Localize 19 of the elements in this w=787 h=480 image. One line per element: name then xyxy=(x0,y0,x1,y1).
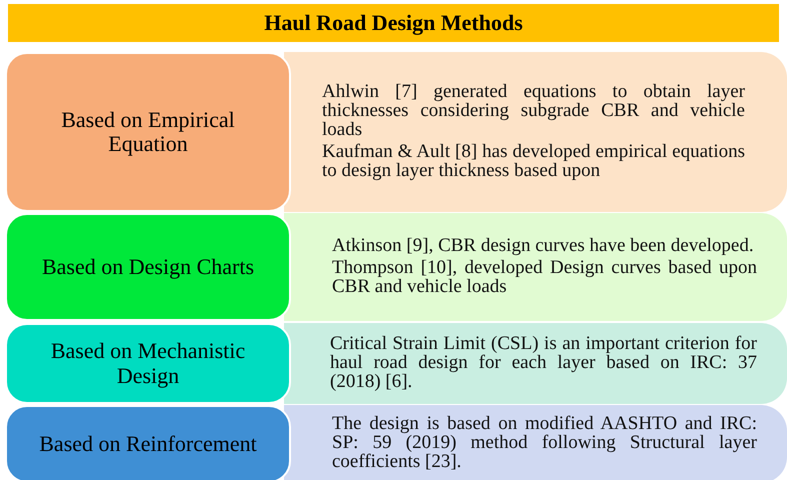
method-box xyxy=(5,323,291,404)
description-text: Kaufman & Ault [8] has developed empirical equations to design layer thickness based upon xyxy=(322,142,745,180)
description-text: Thompson [10], developed Design curves based upon CBR and vehicle loads xyxy=(332,258,757,296)
description-panel xyxy=(284,52,787,212)
description-panel xyxy=(284,405,787,480)
method-box xyxy=(5,213,291,321)
description-panel xyxy=(284,323,787,404)
title: Haul Road Design Methods xyxy=(264,10,523,36)
method-label: Based on Mechanistic Design xyxy=(50,339,246,388)
method-box xyxy=(5,405,291,480)
method-label: Based on Empirical Equation xyxy=(60,108,236,156)
description-text: The design is based on modified AASHTO and IRC: SP: 59 (2019) method following Structural layer coefficients [23]. xyxy=(332,414,757,471)
method-box xyxy=(5,52,291,212)
description-text: Atkinson [9], CBR design curves have been developed. xyxy=(332,236,755,254)
method-label: Based on Reinforcement xyxy=(39,432,257,456)
description-text: Critical Strain Limit (CSL) is an important criterion for haul road design for each layer based on IRC: 37 (2018) [6]. xyxy=(330,334,757,390)
description-panel xyxy=(284,213,787,321)
description-text: Ahlwin [7] generated equations to obtain layer thicknesses considering subgrade CBR and vehicle loads xyxy=(322,82,745,139)
method-label: Based on Design Charts xyxy=(42,254,254,280)
